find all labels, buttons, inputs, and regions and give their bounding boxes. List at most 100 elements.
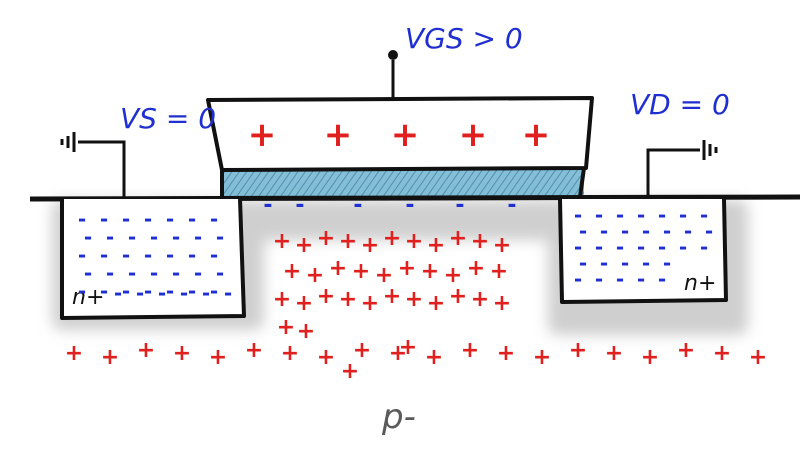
drain-voltage-label: VD = 0: [630, 88, 730, 121]
substrate-hole: +: [749, 345, 767, 370]
substrate-hole: +: [353, 338, 371, 363]
substrate-hole: +: [490, 259, 508, 284]
substrate-hole: +: [383, 226, 401, 251]
source-electron: -: [78, 243, 86, 267]
substrate-hole: +: [277, 315, 295, 340]
gate-plus-charge: +: [459, 115, 488, 155]
drain-electron: -: [663, 251, 671, 275]
substrate-hole: +: [283, 259, 301, 284]
substrate-holes: ++++++++++++++++++++++++++++++++++++++++…: [65, 226, 767, 384]
source-electron: -: [100, 279, 108, 303]
source-electron: -: [136, 281, 144, 305]
substrate-hole: +: [405, 287, 423, 312]
substrate-hole: +: [444, 263, 462, 288]
source-electron: -: [158, 281, 166, 305]
source-electron: -: [150, 261, 158, 285]
source-electron: -: [84, 261, 92, 285]
substrate-hole: +: [427, 233, 445, 258]
drain-electron: -: [579, 219, 587, 243]
source-electron: -: [166, 207, 174, 231]
source-electron: -: [144, 243, 152, 267]
substrate-hole: +: [173, 341, 191, 366]
source-electron: -: [202, 281, 210, 305]
drain-electron: -: [642, 219, 650, 243]
substrate-hole: +: [493, 291, 511, 316]
substrate-hole: +: [569, 338, 587, 363]
substrate-hole: +: [339, 229, 357, 254]
substrate-hole: +: [641, 345, 659, 370]
drain-electron: -: [700, 203, 708, 227]
drain-electron: -: [637, 203, 645, 227]
substrate-hole: +: [297, 319, 315, 344]
source-electron: -: [194, 261, 202, 285]
substrate-hole: +: [497, 341, 515, 366]
substrate-hole: +: [383, 284, 401, 309]
substrate-hole: +: [306, 263, 324, 288]
source-electron: -: [122, 243, 130, 267]
source-electron: -: [216, 225, 224, 249]
source-electron: -: [144, 207, 152, 231]
drain-electron: -: [663, 219, 671, 243]
channel-electron: -: [353, 193, 362, 218]
inversion-channel-electrons: ------: [263, 193, 516, 218]
substrate-hole: +: [421, 259, 439, 284]
source-electron: -: [100, 207, 108, 231]
drain-electron: -: [705, 219, 713, 243]
gate-voltage-label: VGS > 0: [405, 22, 523, 55]
gate-plus-charge: +: [391, 115, 420, 155]
drain-ground-symbol: [646, 140, 718, 196]
source-electron: -: [224, 281, 232, 305]
source-electron: -: [166, 279, 174, 303]
source-electron: -: [100, 243, 108, 267]
substrate-hole: +: [399, 335, 417, 360]
source-electron: -: [172, 261, 180, 285]
substrate-hole: +: [209, 345, 227, 370]
source-electron: -: [106, 261, 114, 285]
source-electron: -: [128, 225, 136, 249]
substrate-hole: +: [461, 338, 479, 363]
drain-electron: -: [616, 203, 624, 227]
source-electron: -: [172, 225, 180, 249]
drain-electron: -: [642, 251, 650, 275]
gate-oxide-layer: [222, 168, 584, 196]
source-voltage-label: VS = 0: [120, 102, 216, 135]
drain-electron: -: [621, 219, 629, 243]
substrate-hole: +: [449, 284, 467, 309]
source-electron: -: [210, 207, 218, 231]
substrate-hole: +: [329, 256, 347, 281]
drain-electron: -: [595, 267, 603, 291]
source-electron: -: [166, 243, 174, 267]
substrate-hole: +: [317, 345, 335, 370]
channel-electron: -: [455, 193, 464, 218]
source-electron: -: [150, 225, 158, 249]
drain-electron: -: [616, 267, 624, 291]
drain-electron: -: [658, 267, 666, 291]
source-electron: -: [128, 261, 136, 285]
gate-plus-charge: +: [324, 115, 353, 155]
source-electron: -: [78, 207, 86, 231]
source-electron: -: [210, 279, 218, 303]
source-electron: -: [188, 279, 196, 303]
substrate-hole: +: [471, 287, 489, 312]
drain-electron: -: [574, 235, 582, 259]
substrate-hole: +: [317, 284, 335, 309]
source-electron: -: [188, 243, 196, 267]
substrate-hole: +: [449, 226, 467, 251]
substrate-label: p-: [381, 397, 416, 437]
substrate-hole: +: [245, 338, 263, 363]
substrate-hole: +: [273, 229, 291, 254]
substrate-hole: +: [398, 256, 416, 281]
drain-electron: -: [595, 235, 603, 259]
source-ground-symbol: [60, 132, 126, 198]
silicon-surface: [29, 194, 800, 202]
gate-plus-charge: +: [522, 115, 551, 155]
source-electron: -: [216, 261, 224, 285]
source-electron: -: [122, 207, 130, 231]
drain-electron: -: [600, 219, 608, 243]
substrate-hole: +: [273, 287, 291, 312]
substrate-hole: +: [101, 345, 119, 370]
source-electron: -: [114, 281, 122, 305]
substrate-hole: +: [339, 287, 357, 312]
substrate-hole: +: [533, 345, 551, 370]
substrate-hole: +: [677, 338, 695, 363]
